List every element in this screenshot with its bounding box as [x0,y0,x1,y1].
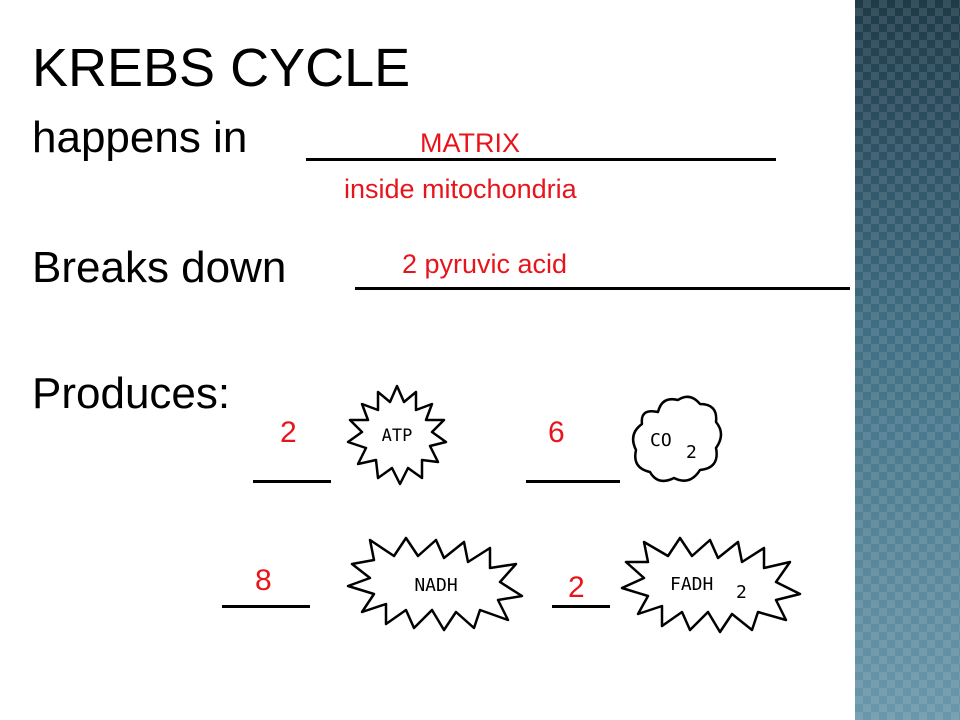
nadh-blank [222,605,310,608]
nadh-icon-label: NADH [414,575,457,596]
co2-icon-label: CO [650,430,672,451]
fadh2-icon-subscript: 2 [736,582,747,603]
decorative-side-panel [855,0,960,720]
nadh-starburst-icon: NADH [346,536,524,632]
co2-cloud-icon: CO 2 [631,395,723,483]
breaks-down-label: Breaks down [32,243,287,292]
co2-count: 6 [548,416,565,449]
breaks-down-blank [355,287,850,290]
co2-icon-subscript: 2 [686,442,697,463]
fadh2-starburst-icon: FADH 2 [620,536,802,634]
slide-title: KREBS CYCLE [32,38,411,98]
produces-label: Produces: [32,369,231,418]
atp-icon-label: ATP [382,426,413,446]
fadh2-count: 2 [568,571,585,604]
answer-location-detail: inside mitochondria [344,174,577,204]
atp-blank [253,480,331,483]
nadh-count: 8 [255,564,272,597]
fadh2-blank [552,605,610,608]
atp-starburst-icon: ATP [346,384,448,486]
answer-location: MATRIX [420,128,520,158]
atp-count: 2 [280,416,297,449]
happens-in-blank [306,158,776,161]
co2-blank [526,480,620,483]
fadh2-icon-label: FADH [670,574,713,595]
answer-breakdown: 2 pyruvic acid [402,249,568,279]
happens-in-label: happens in [32,113,248,162]
